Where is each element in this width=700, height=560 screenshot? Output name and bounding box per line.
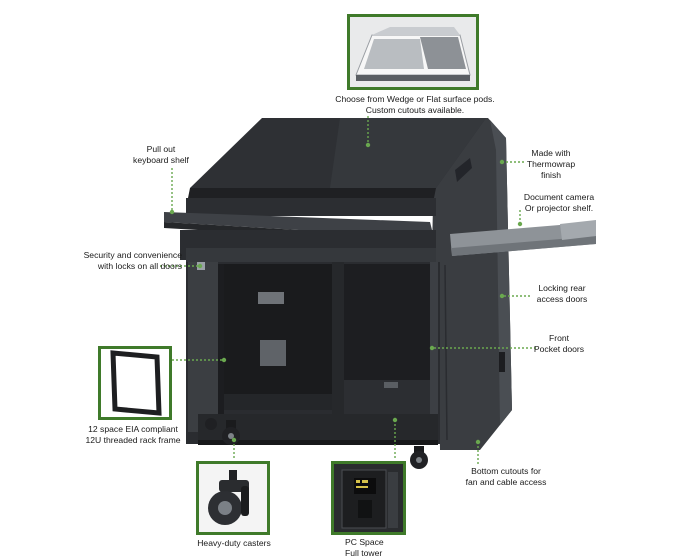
- callout-dots: [169, 142, 523, 445]
- keyboard-shelf-label: Pull out keyboard shelf: [133, 144, 189, 165]
- rack-bracket: [260, 340, 286, 366]
- wedge-pod-image: [350, 17, 476, 87]
- rack-cavity: [224, 264, 332, 410]
- left-pocket-door: [188, 262, 218, 432]
- caster-inset: [196, 461, 270, 535]
- security-label: Security and convenience with locks on a…: [83, 250, 182, 271]
- casters-label: Heavy-duty casters: [197, 538, 271, 548]
- rear-caster: [205, 418, 217, 430]
- rack-frame-inset: [98, 346, 172, 420]
- front-pocket-label: Front Pocket doors: [533, 333, 585, 354]
- callout-lines: [160, 116, 536, 464]
- side-handle-cutout: [455, 158, 472, 182]
- front-right-caster: [410, 446, 428, 469]
- bottom-cutouts-label: Bottom cutouts for fan and cable access: [465, 466, 547, 487]
- rack-bracket: [258, 292, 284, 304]
- rack-frame-label: 12 space EIA compliant 12U threaded rack…: [85, 424, 181, 445]
- rack-frame-image: [101, 349, 169, 417]
- right-pocket-door: [430, 262, 438, 438]
- thermowrap-label: Made with Thermowrap finish: [526, 148, 576, 180]
- locking-rear-label: Locking rear access doors: [536, 283, 588, 304]
- wedge-pod-inset: [347, 14, 479, 90]
- pc-tower-image: [334, 464, 403, 532]
- pc-tower-inset: [331, 461, 406, 535]
- cabinet-side-panel: [432, 118, 512, 450]
- document-camera-label: Document camera Or projector shelf.: [523, 192, 595, 213]
- side-vent-icon: [499, 352, 505, 372]
- caster-image: [199, 464, 267, 532]
- pods-label: Choose from Wedge or Flat surface pods. …: [335, 94, 495, 115]
- pc-space-label: PC Space Full tower: [345, 537, 384, 558]
